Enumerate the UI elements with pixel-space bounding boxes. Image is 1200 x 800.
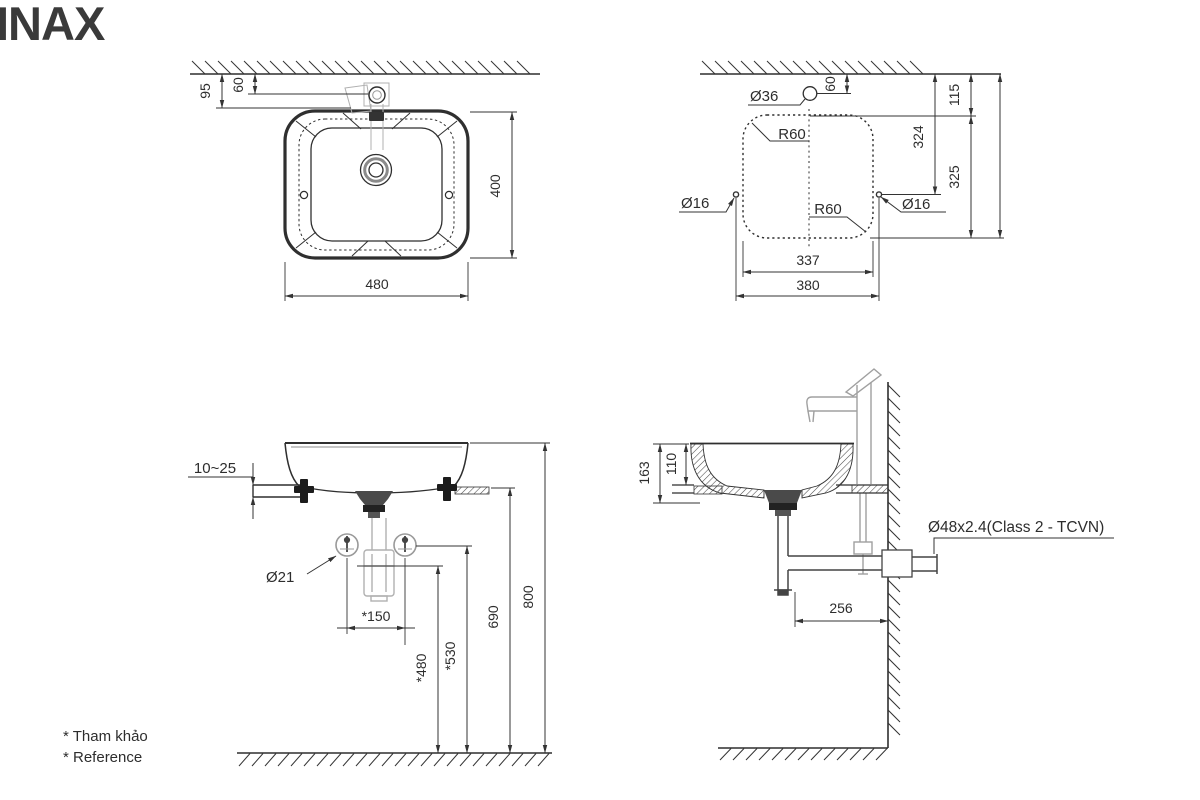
counter-front xyxy=(252,477,490,503)
faucet-hole-plan xyxy=(369,112,384,121)
supply-hole-label: Ø21 xyxy=(266,569,294,586)
front-dim-480: *480 xyxy=(413,653,429,682)
counter-thickness-label: 10~25 xyxy=(194,460,236,477)
corner-diagonals xyxy=(295,112,458,257)
supply-valve-left xyxy=(335,533,359,557)
plan-dim-400: 400 xyxy=(487,174,503,198)
drain-front xyxy=(355,491,393,518)
side-hole-template-right xyxy=(875,191,883,198)
mount-clamp-left xyxy=(294,479,314,503)
cutout-dim-325: 325 xyxy=(946,165,962,189)
cutout-wall-hatch xyxy=(701,60,924,75)
side-floor-hatch xyxy=(719,748,888,761)
side-dim-256: 256 xyxy=(829,600,853,616)
label-r60-top: R60 xyxy=(778,126,806,143)
plan-dim-95: 95 xyxy=(197,83,213,99)
cutout-view: Ø36 R60 R60 Ø16 Ø16 60 324 115 325 337 3… xyxy=(679,60,1004,301)
side-hole-right xyxy=(444,190,454,200)
faucet-plan xyxy=(344,82,390,150)
plan-view: 95 60 400 480 xyxy=(190,60,540,301)
basin-section xyxy=(690,442,854,499)
plan-dim-480: 480 xyxy=(365,276,389,292)
front-dim-530: *530 xyxy=(442,641,458,670)
side-view: Ø48x2.4(Class 2 - TCVN) 256 163 110 xyxy=(636,368,1114,761)
front-dim-150: *150 xyxy=(362,608,391,624)
basin-plan xyxy=(283,82,470,260)
label-hole36: Ø36 xyxy=(750,88,778,105)
side-hole-left xyxy=(299,190,309,200)
front-dim-690: 690 xyxy=(485,605,501,629)
cutout-dim-115: 115 xyxy=(946,84,962,107)
counter-hatched-right xyxy=(454,486,490,495)
mount-clamp-right xyxy=(437,477,457,501)
supply-valve-right xyxy=(393,533,417,557)
side-dim-110: 110 xyxy=(663,453,679,476)
plan-dim-60: 60 xyxy=(230,77,246,93)
label-hole16-left: Ø16 xyxy=(681,195,709,212)
cutout-dim-380: 380 xyxy=(796,277,820,293)
pipe-spec-label: Ø48x2.4(Class 2 - TCVN) xyxy=(928,519,1104,536)
trap-front xyxy=(363,518,395,602)
front-dim-800: 800 xyxy=(520,585,536,609)
cutout-dim-337: 337 xyxy=(796,252,820,268)
note-reference: * Reference xyxy=(63,749,142,766)
faucet-side xyxy=(806,368,883,575)
side-dim-163: 163 xyxy=(636,461,652,485)
cutout-dim-60: 60 xyxy=(822,76,838,92)
side-hole-template-left xyxy=(732,191,740,198)
label-hole16-right: Ø16 xyxy=(902,196,930,213)
cutout-outline xyxy=(742,114,874,239)
drain-side xyxy=(764,490,802,516)
faucet-hole-template xyxy=(802,86,818,101)
front-floor-hatch xyxy=(238,753,550,767)
plan-wall-hatch xyxy=(191,60,531,75)
note-tham-khao: * Tham khảo xyxy=(63,728,148,745)
front-view: 10~25 Ø21 xyxy=(188,442,552,767)
trap-side xyxy=(774,516,938,596)
drain-plan xyxy=(359,153,393,187)
cutout-dim-324: 324 xyxy=(910,125,926,149)
reference-notes: * Tham khảo * Reference xyxy=(63,728,148,766)
label-r60-bottom: R60 xyxy=(814,201,842,218)
brand-logo: INAX xyxy=(0,0,105,50)
